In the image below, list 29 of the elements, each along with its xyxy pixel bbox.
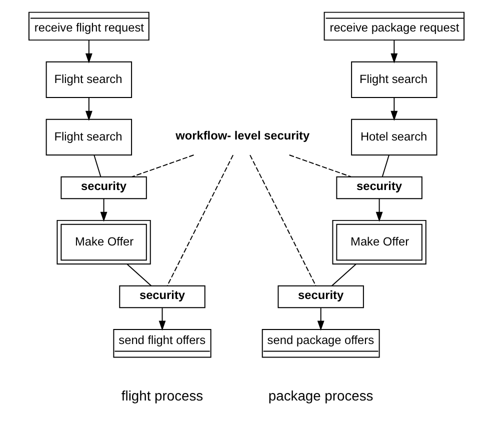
node-box: security [278, 285, 364, 308]
arrow [85, 40, 92, 64]
node-box: Flight search [351, 61, 438, 98]
connector [331, 264, 356, 286]
connector [94, 154, 102, 178]
arrow [317, 308, 324, 331]
node-box: Make Offer [332, 220, 426, 265]
label: flight process [121, 388, 204, 404]
node-box: Make Offer [56, 220, 151, 265]
connector [132, 154, 194, 178]
arrow [158, 308, 166, 331]
node-box: Flight search [46, 61, 132, 98]
label: package process [268, 388, 374, 404]
arrow [390, 97, 398, 121]
node-text: workflow- level security [176, 128, 310, 142]
node-box: security [60, 176, 147, 200]
arrow [376, 198, 383, 222]
connector [126, 264, 152, 286]
arrow [85, 97, 92, 121]
connector [166, 154, 234, 286]
connector [250, 154, 316, 286]
connector [288, 154, 352, 178]
arrow [390, 40, 398, 64]
arrow [100, 198, 108, 222]
node-box: Hotel search [351, 118, 438, 156]
node-box: security [336, 176, 422, 200]
node-box: Flight search [46, 118, 132, 156]
connector [382, 154, 390, 178]
node-box: security [119, 285, 206, 308]
